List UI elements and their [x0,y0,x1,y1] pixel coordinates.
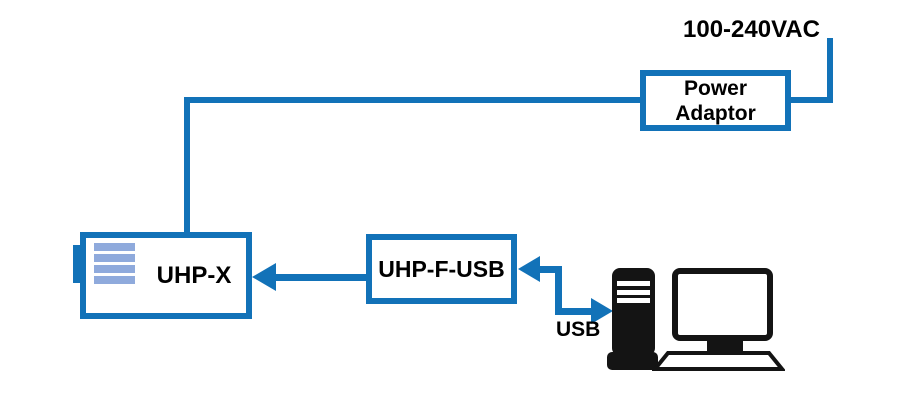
ac-line-horizontal [791,97,833,103]
uhp-x-vent-bar [94,265,135,273]
power-adaptor-box: Power Adaptor [640,70,791,131]
arrow-to-uhp-x-shaft [272,274,368,281]
tower-vent-stripe [617,290,650,295]
uhp-x-vent-bar [94,243,135,251]
usb-arrow-segment-bottom [555,308,592,315]
usb-arrow-right-head-icon [591,298,613,324]
usb-arrow-segment-vertical [555,266,562,315]
uhp-x-vent-bar [94,276,135,284]
power-line-vertical [184,97,190,232]
uhp-x-port-tab [73,245,82,283]
power-adaptor-label-line1: Power [683,76,748,100]
monitor-stand [707,339,743,353]
ac-line-vertical [827,38,833,103]
uhp-x-label: UHP-X [156,261,232,289]
computer-keyboard-icon [652,351,785,371]
uhp-x-box: UHP-X [80,232,252,319]
tower-vent-stripe [617,281,650,286]
usb-label: USB [556,318,601,341]
tower-base [607,352,658,370]
uhp-f-usb-box: UHP-F-USB [366,234,517,304]
uhp-x-vent-bar [94,254,135,262]
computer-monitor-icon [672,268,773,341]
uhp-f-usb-label: UHP-F-USB [378,255,505,282]
ac-power-label: 100-240VAC [683,16,820,43]
usb-arrow-left-head-icon [518,256,540,282]
usb-arrow-segment-top [538,266,562,273]
tower-vent-stripe [617,298,650,303]
power-line-horizontal [184,97,640,103]
power-adaptor-label-line2: Adaptor [675,101,756,125]
